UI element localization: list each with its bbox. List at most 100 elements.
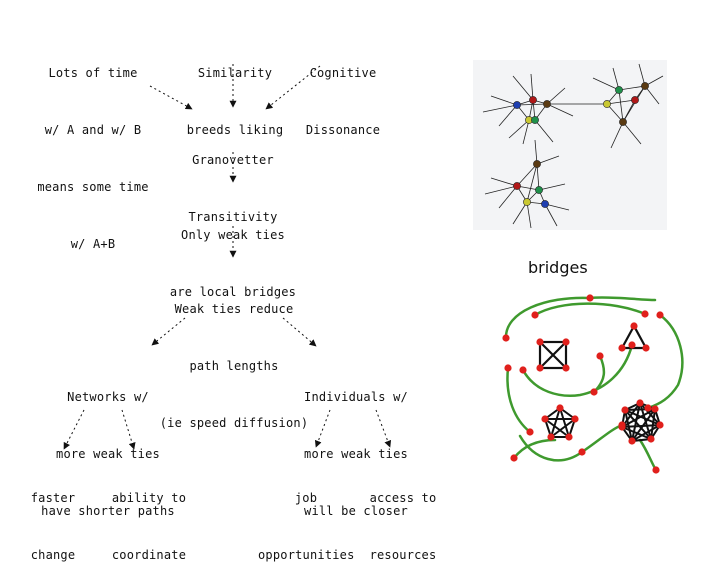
bridge-curve bbox=[504, 296, 592, 340]
network-node bbox=[513, 182, 521, 190]
bridge-node bbox=[647, 435, 655, 443]
node-line: means some time bbox=[37, 180, 149, 194]
bridge-curve bbox=[533, 302, 647, 317]
node-line: opportunities bbox=[258, 548, 355, 562]
bridge-curve bbox=[592, 354, 606, 394]
node-line: more weak ties bbox=[304, 447, 408, 461]
node-line: are local bridges bbox=[169, 285, 297, 299]
node-line: Weak ties reduce bbox=[174, 302, 294, 316]
flowchart-arrows bbox=[63, 64, 392, 450]
bridge-curve bbox=[646, 313, 684, 410]
network-node bbox=[535, 186, 543, 194]
bridge-node bbox=[547, 433, 555, 441]
bridge-node bbox=[656, 311, 664, 319]
bridge-node bbox=[596, 352, 604, 360]
node-similarity: Similarity breeds liking bbox=[183, 26, 287, 159]
node-line: path lengths bbox=[189, 359, 279, 373]
bridges-label: bridges bbox=[528, 258, 588, 277]
bridge-node bbox=[652, 466, 660, 474]
node-line: breeds liking bbox=[186, 123, 284, 137]
arrow-cognitive-to-granovetter bbox=[265, 65, 321, 110]
node-granovetter: Granovetter Transitivity bbox=[181, 113, 285, 246]
node-line: Networks w/ bbox=[67, 390, 149, 404]
bridge-curve bbox=[638, 438, 658, 472]
network-graph bbox=[482, 63, 664, 229]
node-lots-of-time: Lots of time w/ A and w/ B means some ti… bbox=[34, 26, 152, 273]
square-cluster bbox=[538, 340, 568, 370]
network-node bbox=[513, 101, 521, 109]
bridges-illustration bbox=[502, 294, 684, 474]
bridge-node bbox=[531, 311, 539, 319]
bridge-node bbox=[621, 406, 629, 414]
node-line: w/ A+B bbox=[70, 237, 116, 251]
network-node bbox=[541, 200, 549, 208]
network-node bbox=[531, 116, 539, 124]
triangle-cluster bbox=[620, 323, 648, 350]
node-line: change bbox=[30, 548, 76, 562]
bridge-node bbox=[526, 428, 534, 436]
network-node bbox=[523, 198, 531, 206]
arrow-networks-to-ability bbox=[121, 409, 136, 450]
bridge-node bbox=[618, 344, 626, 352]
node-line: job bbox=[294, 491, 318, 505]
node-networks-weak-ties: Networks w/ more weak ties have shorter … bbox=[38, 350, 178, 540]
node-line: Lots of time bbox=[48, 66, 138, 80]
bridge-curve bbox=[512, 438, 557, 460]
arrow-individuals-to-access bbox=[375, 409, 392, 448]
bridge-node bbox=[519, 366, 527, 374]
network-node bbox=[619, 118, 627, 126]
arrow-weak-reduce-to-networks bbox=[151, 317, 186, 346]
node-line: will be closer bbox=[304, 504, 408, 518]
node-line: Cognitive bbox=[309, 66, 377, 80]
node-line: (ie speed diffusion) bbox=[159, 416, 309, 430]
network-node bbox=[615, 86, 623, 94]
node-line: access to bbox=[369, 491, 437, 505]
network-node bbox=[533, 160, 541, 168]
bridge-curve bbox=[521, 343, 634, 397]
bridge-node bbox=[642, 344, 650, 352]
node-cognitive-dissonance: Cognitive Dissonance bbox=[297, 26, 389, 159]
bridge-node bbox=[562, 338, 570, 346]
bridge-node bbox=[644, 404, 652, 412]
network-node bbox=[631, 96, 639, 104]
node-line: Similarity bbox=[197, 66, 273, 80]
node-line: have shorter paths bbox=[41, 504, 175, 518]
bridge-curve bbox=[588, 296, 657, 302]
bridge-node bbox=[562, 364, 570, 372]
node-weak-local-bridges: Only weak ties are local bridges bbox=[164, 188, 302, 321]
network-node bbox=[543, 100, 551, 108]
bridge-node bbox=[651, 405, 659, 413]
node-line: coordinate bbox=[111, 548, 187, 562]
node-line: Transitivity bbox=[188, 210, 278, 224]
node-line: ability to bbox=[111, 491, 187, 505]
bridge-curve bbox=[506, 366, 532, 434]
bridge-node bbox=[565, 433, 573, 441]
node-line: Only weak ties bbox=[181, 228, 285, 242]
bridge-node bbox=[556, 404, 564, 412]
arrow-networks-to-faster bbox=[63, 409, 85, 450]
bridge-node bbox=[628, 437, 636, 445]
bridge-node bbox=[536, 364, 544, 372]
bridge-node bbox=[541, 415, 549, 423]
node-line: Individuals w/ bbox=[304, 390, 408, 404]
arrow-weak-reduce-to-individuals bbox=[282, 317, 317, 347]
node-line: faster bbox=[30, 491, 76, 505]
bridge-node bbox=[536, 338, 544, 346]
network-node bbox=[529, 96, 537, 104]
bridge-node bbox=[618, 421, 626, 429]
node-line: more weak ties bbox=[56, 447, 160, 461]
arrow-individuals-to-job bbox=[314, 409, 331, 448]
bridge-node bbox=[504, 364, 512, 372]
bridge-node bbox=[586, 294, 594, 302]
bridge-node bbox=[641, 310, 649, 318]
bridge-node bbox=[571, 415, 579, 423]
bridge-node bbox=[502, 334, 510, 342]
node-line: resources bbox=[369, 548, 437, 562]
node-line: Dissonance bbox=[305, 123, 381, 137]
bridge-node bbox=[628, 341, 636, 349]
bridge-node bbox=[636, 399, 644, 407]
bridge-node bbox=[510, 454, 518, 462]
bridge-node bbox=[590, 388, 598, 396]
bridge-node bbox=[578, 448, 586, 456]
network-node bbox=[603, 100, 611, 108]
